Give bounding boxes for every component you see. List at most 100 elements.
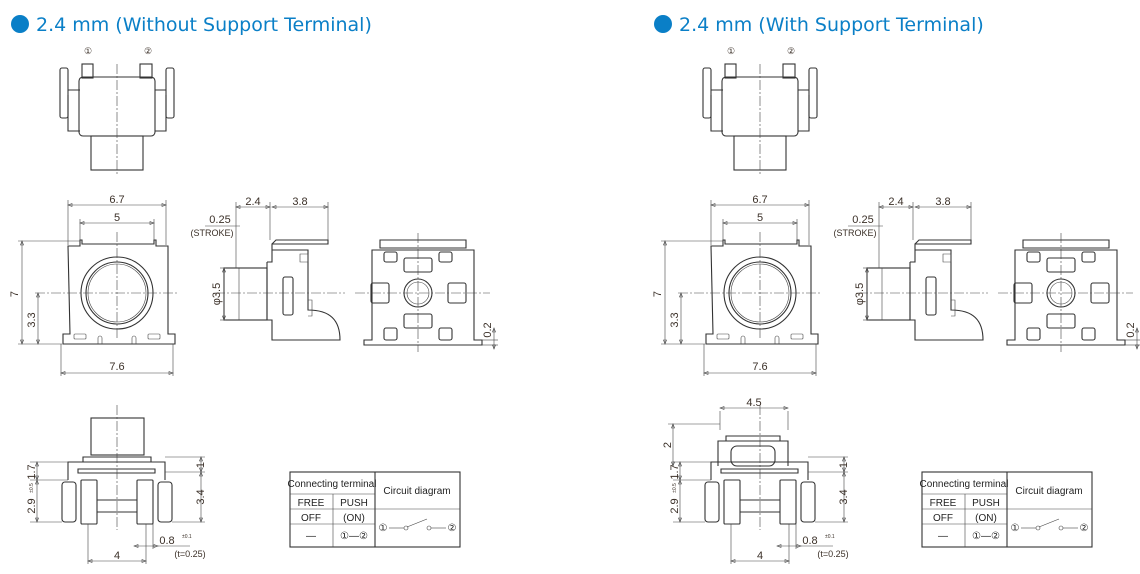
- outline: [1081, 327, 1096, 341]
- dim-height-3-3: 3.3: [669, 312, 681, 327]
- outline: [157, 481, 173, 523]
- outline: [79, 221, 155, 225]
- outline: [719, 406, 789, 410]
- outline: [199, 471, 203, 523]
- outline: [866, 267, 911, 321]
- outline: [704, 481, 720, 523]
- state-off: OFF: [933, 513, 953, 524]
- dim-height-3-4: 3.4: [195, 489, 207, 504]
- outline: [942, 253, 952, 263]
- outline: [679, 292, 683, 345]
- dim-stroke-2-4: 2.4: [245, 196, 260, 208]
- outline: [1026, 251, 1041, 263]
- outline: [790, 333, 804, 340]
- outline: [800, 481, 816, 523]
- outline: [299, 253, 309, 263]
- outline: [282, 276, 294, 316]
- outline: [909, 239, 984, 341]
- state-on: (ON): [343, 513, 365, 524]
- outline: [90, 417, 145, 456]
- outline: [951, 299, 956, 317]
- outline: [878, 205, 914, 209]
- outline: [136, 479, 154, 525]
- dim-terminal-0-8: 0.8: [159, 535, 174, 547]
- dim-diameter-3-5: φ3.5: [211, 283, 223, 305]
- outline: [842, 471, 846, 523]
- bullet-icon: [11, 15, 29, 33]
- outline: [271, 205, 329, 209]
- outline: [87, 559, 147, 563]
- dim-stroke-0-25: 0.25: [209, 214, 230, 226]
- dim-thickness: (t=0.25): [817, 549, 848, 559]
- dim-diameter-3-5: φ3.5: [854, 283, 866, 305]
- state-off: OFF: [301, 513, 321, 524]
- outline: [383, 327, 398, 341]
- dim-width-7-6: 7.6: [109, 361, 124, 373]
- outline: [779, 479, 797, 525]
- terminal-2-label: ②: [787, 46, 795, 56]
- outline: [703, 371, 817, 375]
- outline: [710, 203, 810, 207]
- outline: [363, 239, 483, 346]
- side-elevation-view: 1.72.9±0.513.440.8±0.1(t=0.25): [26, 405, 207, 564]
- section-title: 2.4 mm (Without Support Terminal): [11, 14, 372, 36]
- outline: [1026, 327, 1041, 341]
- outline: [914, 205, 972, 209]
- state-on: (ON): [975, 513, 997, 524]
- dim-depth-3-8: 3.8: [935, 196, 950, 208]
- outline: [865, 267, 869, 321]
- dim-terminal-0-8: 0.8: [802, 535, 817, 547]
- dim-height-7: 7: [9, 291, 21, 297]
- side-view: 2.4 3.8 0.25 (STROKE) φ3.5: [190, 196, 345, 341]
- outline: [20, 240, 24, 345]
- dim-width-4-5: 4.5: [746, 397, 761, 409]
- outline: [722, 221, 798, 225]
- outline: [35, 479, 39, 523]
- dim-0-2: 0.2: [482, 322, 494, 337]
- dim-stroke-2-4: 2.4: [888, 196, 903, 208]
- bullet-icon: [654, 15, 672, 33]
- outline: [716, 333, 730, 340]
- outline: [730, 559, 790, 563]
- dim-height-7: 7: [652, 291, 664, 297]
- dim-pitch-4: 4: [757, 550, 763, 562]
- dim-height-1-7: 1.7: [26, 464, 38, 479]
- outline: [808, 67, 818, 119]
- dim-pitch-4: 4: [114, 550, 120, 562]
- stroke-label: (STROKE): [190, 228, 233, 238]
- outline: [1038, 518, 1060, 528]
- circuit-terminal-1: ①: [1011, 523, 1020, 534]
- dim-width-5: 5: [757, 212, 763, 224]
- outline: [710, 89, 810, 132]
- header-circuit-diagram: Circuit diagram: [1015, 486, 1082, 497]
- terminal-2-label: ②: [144, 46, 152, 56]
- column-push: PUSH: [972, 498, 1000, 509]
- dim-height-1: 1: [838, 462, 850, 468]
- outline: [492, 327, 496, 350]
- outline: [740, 335, 780, 344]
- outline: [782, 63, 796, 79]
- back-view: 0.2: [998, 233, 1140, 352]
- dim-width-7-6: 7.6: [752, 361, 767, 373]
- tolerance-0-1: ±0.1: [825, 534, 835, 540]
- dim-height-1: 1: [195, 462, 207, 468]
- outline: [35, 461, 39, 481]
- dim-thickness: (t=0.25): [174, 549, 205, 559]
- back-view: 0.2: [355, 233, 498, 352]
- column-push: PUSH: [340, 498, 368, 509]
- dim-depth-3-8: 3.8: [292, 196, 307, 208]
- dim-height-2-9: 2.9: [669, 498, 681, 513]
- outline: [61, 481, 77, 523]
- dim-width-6-7: 6.7: [109, 194, 124, 206]
- outline: [1081, 251, 1096, 263]
- free-value: —: [306, 531, 316, 542]
